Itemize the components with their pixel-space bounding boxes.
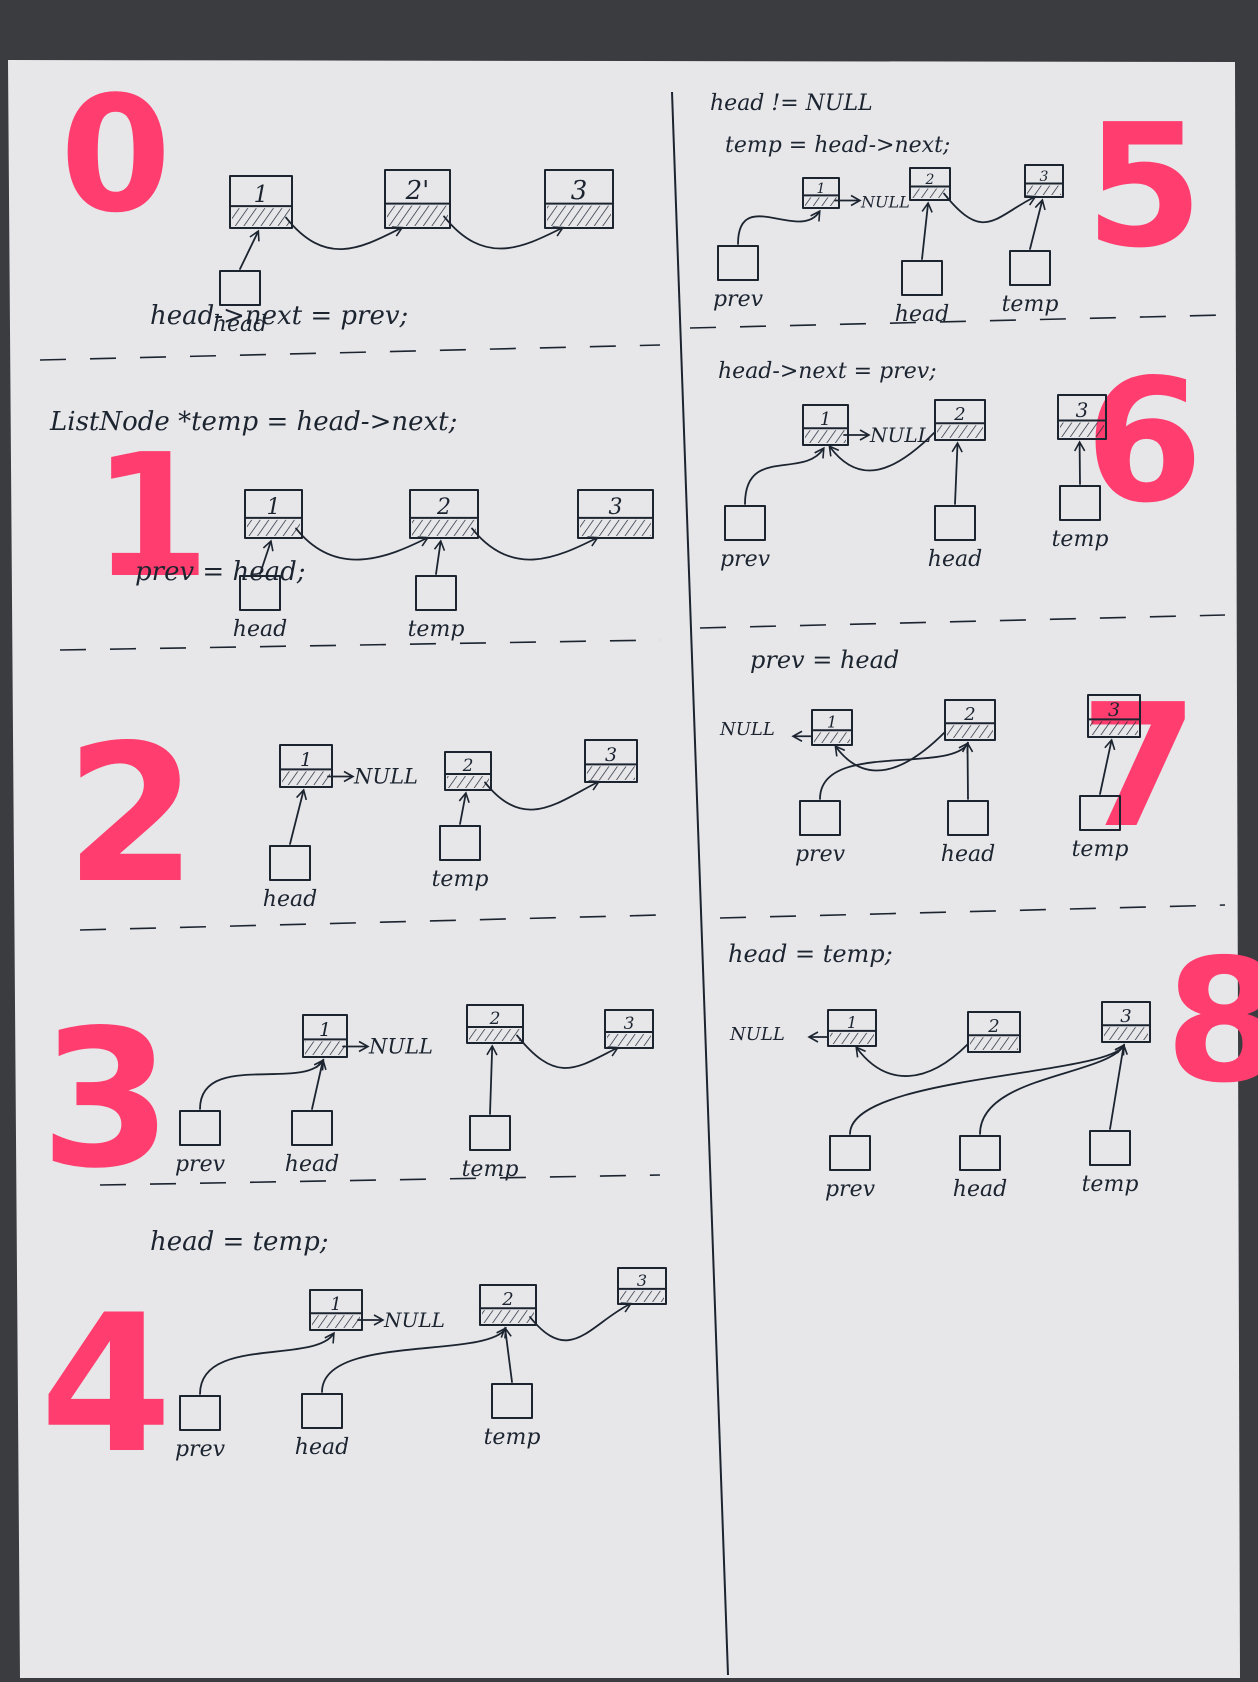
node-value: 1 [319,1019,331,1041]
pointer-label: temp [408,617,465,642]
node-value: 2 [501,1289,513,1310]
step-number: 8 [1165,923,1258,1121]
node-value: 1 [827,713,837,732]
code-caption: prev = head; [135,557,306,587]
node-value: 2 [925,172,935,188]
step-number: 3 [40,989,172,1210]
pointer-label: head [953,1177,1007,1202]
step-number: 4 [40,1274,172,1495]
node-value: 1 [300,749,312,771]
pointer-label: head [928,547,982,572]
node-value: 1 [847,1013,857,1032]
node-value: 1 [817,181,826,197]
pointer-label: temp [484,1425,541,1450]
null-label: NULL [383,1308,445,1332]
code-caption: head = temp; [728,940,893,968]
pointer-label: temp [1052,527,1109,552]
pointer-label: head [941,842,995,867]
pointer-label: temp [432,867,489,892]
null-label: NULL [729,1024,785,1045]
pointer-label: head [233,617,287,642]
pointer-label: temp [462,1157,519,1182]
step-number: 2 [65,704,197,925]
node-value: 3 [1120,1006,1131,1027]
node-value: 3 [609,495,623,520]
code-caption: ListNode *temp = head->next; [49,407,457,437]
node-value: 2 [987,1016,999,1037]
node-value: 1 [267,495,281,520]
step-number: 6 [1085,343,1203,541]
pointer-label: temp [1082,1172,1139,1197]
node-value: 3 [1040,169,1049,185]
pointer-label: temp [1072,837,1129,862]
null-label: NULL [719,719,775,740]
node-value: 2 [953,404,965,425]
pointer-label: prev [720,547,771,572]
step-number: 0 [60,61,171,248]
code-caption: head->next = prev; [150,301,408,331]
pointer-label: prev [175,1437,226,1462]
pointer-label: prev [795,842,846,867]
pointer-label: head [295,1435,349,1460]
code-caption: head = temp; [150,1227,328,1257]
code-caption: prev = head [750,646,899,674]
step-number: 5 [1085,88,1203,286]
null-label: NULL [353,765,418,789]
pointer-arrow [968,744,969,799]
node-value: 3 [624,1014,635,1034]
node-value: 3 [637,1271,647,1290]
pointer-label: prev [175,1152,226,1177]
pointer-label: prev [825,1177,876,1202]
code-caption-2: temp = head->next; [725,133,950,158]
pointer-label: prev [713,287,764,312]
pointer-label: head [285,1152,339,1177]
code-caption: head->next = prev; [718,359,937,384]
null-label: NULL [368,1035,433,1059]
node-value: 1 [254,182,269,208]
node-value: 2 [489,1009,501,1029]
node-value: 2 [436,495,451,520]
node-value: 3 [1076,398,1089,422]
node-value: 3 [1108,699,1120,721]
node-value: 2 [963,704,975,725]
node-value: 1 [330,1294,341,1315]
node-value: 2' [405,176,430,206]
null-label: NULL [869,423,931,447]
pointer-label: head [263,887,317,912]
node-value: 1 [820,409,831,430]
pointer-label: temp [1002,292,1059,317]
pointer-label: head [895,302,949,327]
node-value: 3 [605,744,617,766]
node-value: 2 [462,756,474,776]
null-label: NULL [860,193,910,212]
node-value: 3 [571,176,588,206]
code-caption: head != NULL [710,91,873,116]
